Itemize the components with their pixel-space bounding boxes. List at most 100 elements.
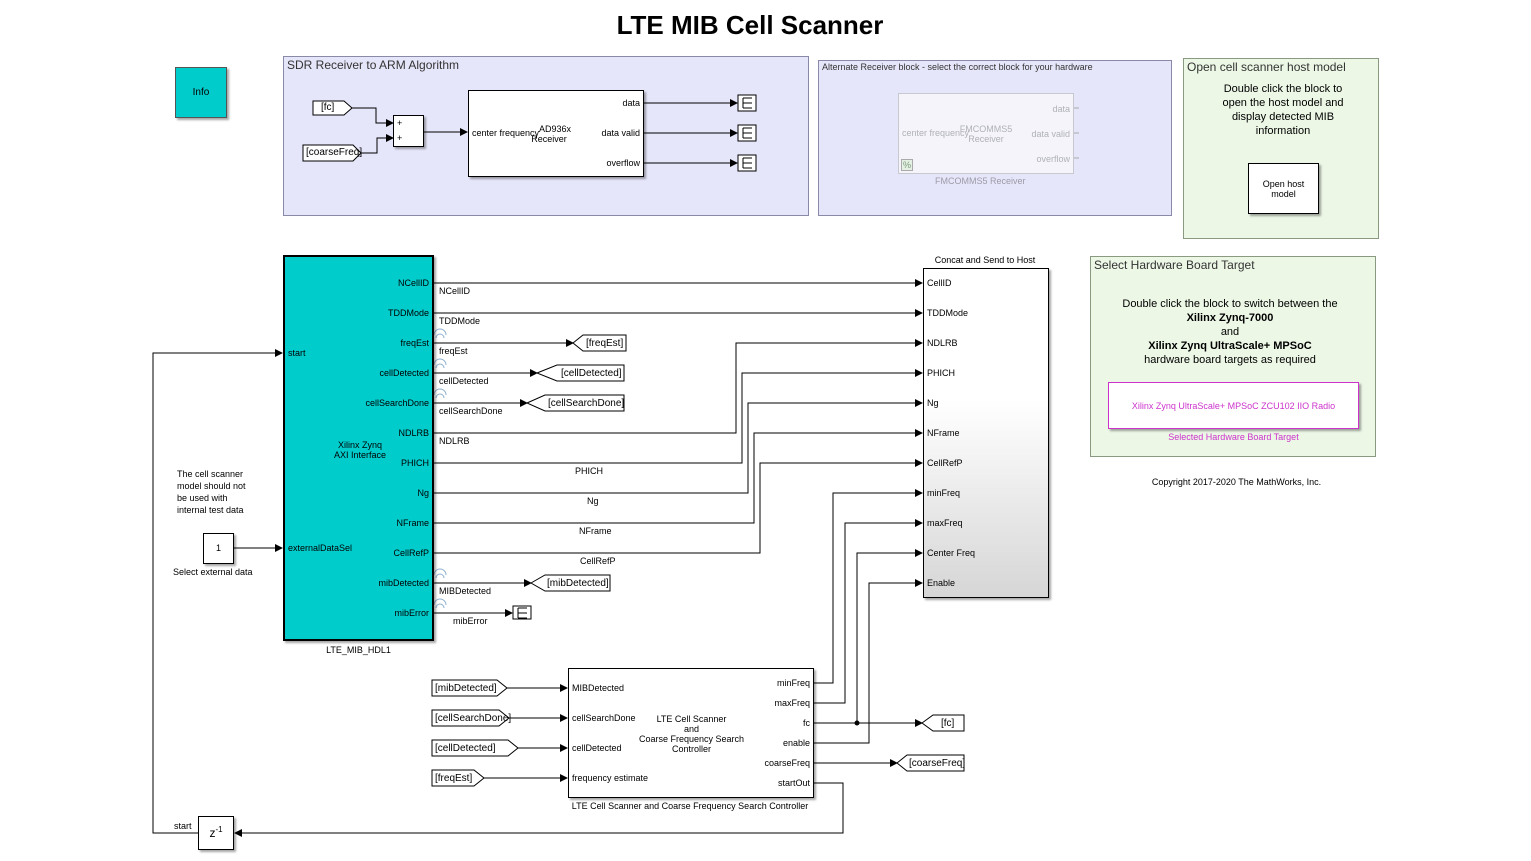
hdl-in-externaldatasel: externalDataSel (288, 543, 353, 553)
signal-label-tddmode: TDDMode (439, 316, 481, 326)
signal-label-mibdetected: MIBDetected (439, 586, 492, 596)
hw-text-line5: hardware board targets as required (1144, 354, 1316, 366)
concat-in-center-freq: Center Freq (927, 548, 976, 558)
host-text-line1: Double click the block to (1223, 83, 1343, 95)
commented-out-icon: % (901, 159, 914, 171)
note-line2: model should not (177, 481, 246, 491)
signal-label-celldetected: cellDetected (439, 376, 489, 386)
goto-celldetected-tag: [cellDetected] (561, 368, 622, 379)
delay-start-label: start (174, 821, 192, 831)
controller-caption: LTE Cell Scanner and Coarse Frequency Se… (571, 801, 809, 811)
host-text-line4: information (1255, 125, 1311, 137)
goto-freqest-tag: [freqEst] (586, 338, 624, 349)
hw-text-line1: Double click the block to switch between… (1122, 298, 1338, 310)
ctrl-in-frequency-estimate: frequency estimate (572, 773, 649, 783)
ctrl-in-celldetected: cellDetected (572, 743, 622, 753)
from-celldetected-tag: [cellDetected] (435, 743, 496, 754)
fmcomms5-out-overflow: overflow (1036, 154, 1070, 164)
concat-send-to-host-block[interactable]: CellID TDDMode NDLRB PHICH Ng NFrame Cel… (923, 268, 1049, 598)
host-area-text: Double click the block to open the host … (1193, 82, 1373, 138)
hdl-axi-interface-block[interactable]: start externalDataSel Xilinx Zynq AXI In… (283, 255, 434, 641)
controller-name-line3: Coarse Frequency Search (638, 734, 745, 744)
signal-label-ng: Ng (587, 496, 599, 506)
goto-coarsefreq-tag: [coarseFreq] (909, 758, 966, 769)
ctrl-out-maxfreq: maxFreq (774, 698, 810, 708)
ctrl-out-startout: startOut (777, 778, 810, 788)
ad936x-receiver-block[interactable]: center frequency AD936x Receiver data da… (468, 90, 644, 177)
hdl-block-caption: LTE_MIB_HDL1 (326, 645, 391, 655)
unit-delay-block[interactable]: z-1 (198, 816, 234, 850)
constant-value: 1 (215, 543, 221, 553)
hardware-target-label: Xilinx Zynq UltraScale+ MPSoC ZCU102 IIO… (1131, 401, 1336, 411)
signal-label-nframe: NFrame (579, 526, 612, 536)
host-area-label: Open cell scanner host model (1187, 60, 1346, 74)
concat-in-enable: Enable (927, 578, 956, 588)
fmcomms5-in-port: center frequency (902, 128, 970, 138)
hdl-out-freqest: freqEst (400, 338, 429, 348)
ctrl-out-enable: enable (782, 738, 810, 748)
fmcomms5-out-data-valid: data valid (1031, 129, 1070, 139)
from-coarsefreq-tag: [coarseFreq] (306, 147, 363, 158)
controller-name-line2: and (683, 724, 700, 734)
concat-in-phich: PHICH (927, 368, 956, 378)
goto-fc-tag: [fc] (941, 718, 955, 729)
from-fc-tag: [fc] (321, 102, 335, 113)
from-mibdetected-tag: [mibDetected] (435, 683, 497, 694)
constant-block[interactable]: 1 (203, 533, 234, 564)
alt-area-label: Alternate Receiver block - select the co… (822, 62, 1093, 72)
hdl-out-ndlrb: NDLRB (398, 428, 429, 438)
hdl-out-phich: PHICH (400, 458, 429, 468)
hdl-name-line1: Xilinx Zynq (337, 440, 382, 450)
hdl-name-line2: AXI Interface (333, 450, 387, 460)
fmcomms5-caption: FMCOMMS5 Receiver (935, 176, 1026, 186)
hdl-in-start: start (288, 348, 306, 358)
concat-in-maxfreq: maxFreq (927, 518, 963, 528)
receiver-out-overflow: overflow (606, 158, 640, 168)
ctrl-in-mibdetected: MIBDetected (572, 683, 625, 693)
hdl-out-cellrefp: CellRefP (393, 548, 429, 558)
from-freqest-tag: [freqEst] (435, 773, 473, 784)
ctrl-out-coarsefreq: coarseFreq (764, 758, 810, 768)
open-host-line2: model (1271, 189, 1296, 199)
fmcomms5-receiver-block[interactable]: center frequency FMCOMMS5 Receiver data … (898, 93, 1074, 174)
concat-in-cellid: CellID (927, 278, 952, 288)
note-line3: be used with (177, 493, 228, 503)
hdl-out-ng: Ng (417, 488, 429, 498)
signal-label-phich: PHICH (575, 466, 604, 476)
cell-scanner-controller-block[interactable]: MIBDetected cellSearchDone cellDetected … (568, 668, 814, 798)
fmcomms5-name: FMCOMMS5 Receiver (939, 124, 1033, 144)
hdl-out-miberror: mibError (394, 608, 429, 618)
sum-block[interactable]: + + (393, 115, 424, 147)
receiver-out-data: data (622, 98, 640, 108)
signal-label-cellsearchdone: cellSearchDone (439, 406, 503, 416)
concat-in-tddmode: TDDMode (927, 308, 969, 318)
concat-in-ndlrb: NDLRB (927, 338, 958, 348)
concat-in-nframe: NFrame (927, 428, 960, 438)
copyright: Copyright 2017-2020 The MathWorks, Inc. (1151, 477, 1322, 487)
signal-label-ndlrb: NDLRB (439, 436, 470, 446)
hw-text-line2: Xilinx Zynq-7000 (1186, 312, 1274, 324)
info-block[interactable]: Info (175, 67, 227, 118)
signal-label-miberror: mibError (453, 616, 488, 626)
receiver-out-data-valid: data valid (601, 128, 640, 138)
hdl-out-tddmode: TDDMode (387, 308, 429, 318)
hdl-out-cellsearchdone: cellSearchDone (365, 398, 429, 408)
hdl-out-nframe: NFrame (396, 518, 429, 528)
sdr-area-label: SDR Receiver to ARM Algorithm (287, 58, 460, 72)
concat-in-minfreq: minFreq (927, 488, 961, 498)
receiver-name: AD936x Receiver (531, 124, 571, 144)
hdl-out-mibdetected: mibDetected (378, 578, 429, 588)
goto-mibdetected-tag: [mibDetected] (547, 578, 609, 589)
hw-text-line3: and (1220, 326, 1240, 338)
hardware-target-block[interactable]: Xilinx Zynq UltraScale+ MPSoC ZCU102 IIO… (1108, 382, 1359, 429)
signal-label-ncellid: NCellID (439, 286, 471, 296)
open-host-model-button[interactable]: Open host model (1248, 163, 1319, 214)
ctrl-out-minfreq: minFreq (776, 678, 810, 688)
concat-in-ng: Ng (927, 398, 939, 408)
constant-caption: Select external data (173, 567, 253, 577)
hdl-out-celldetected: cellDetected (379, 368, 429, 378)
ctrl-out-fc: fc (802, 718, 810, 728)
receiver-in-port: center frequency (472, 128, 540, 138)
fmcomms5-name-line1: FMCOMMS5 (959, 124, 1013, 134)
